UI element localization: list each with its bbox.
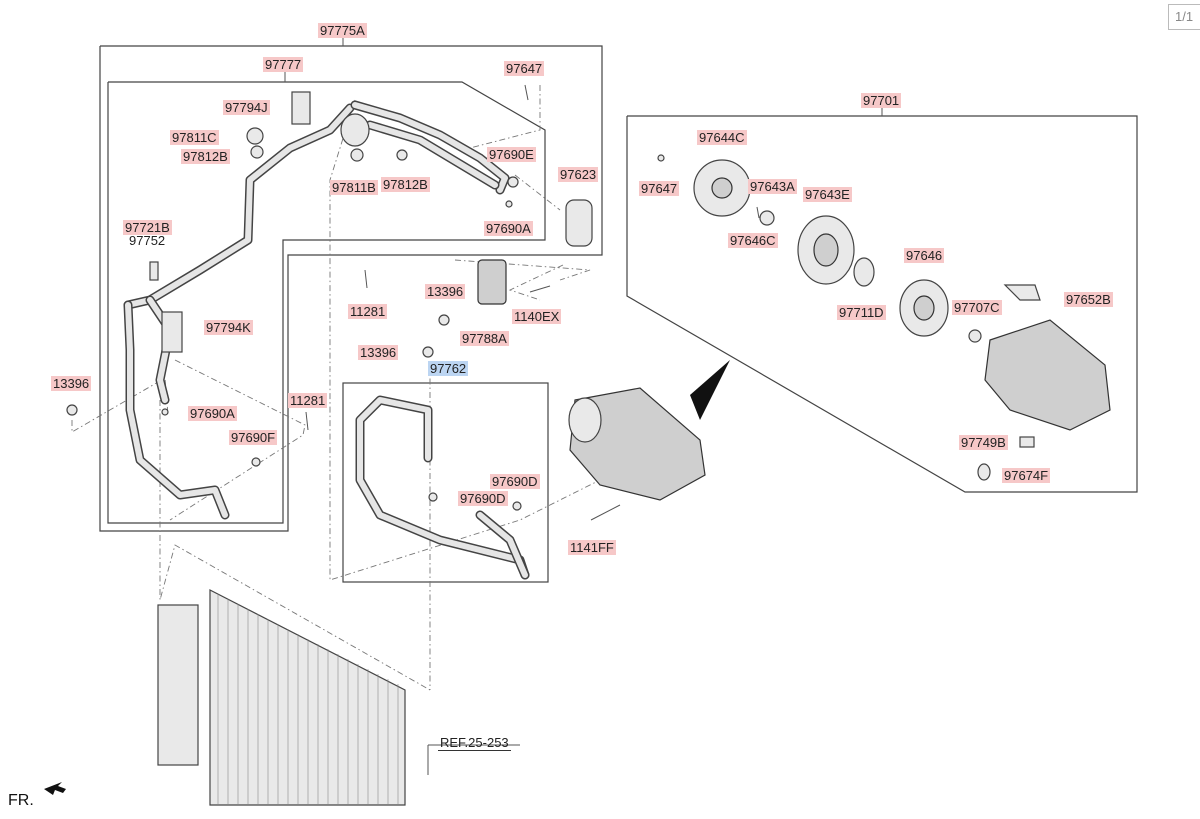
label-97707C[interactable]: 97707C: [952, 300, 1002, 315]
group-box-97777: [107, 81, 546, 524]
label-97762[interactable]: 97762: [428, 361, 469, 376]
label-97674F[interactable]: 97674F: [1002, 468, 1051, 483]
page-indicator: 1/1: [1168, 4, 1200, 30]
label-13396[interactable]: 13396: [358, 345, 399, 360]
label-97646[interactable]: 97646: [904, 248, 945, 263]
label-97812B[interactable]: 97812B: [181, 149, 230, 164]
label-97749B[interactable]: 97749B: [959, 435, 1008, 450]
label-11281[interactable]: 11281: [288, 393, 328, 408]
bracket-97794K: [161, 311, 183, 353]
receiver-drier-97623: [565, 199, 593, 247]
compressor-body: [984, 319, 1111, 431]
group-box-97701: [626, 115, 1138, 493]
label-13396[interactable]: 13396: [51, 376, 92, 391]
group-box-97762: [342, 382, 549, 583]
compressor-assembly: [569, 387, 706, 501]
label-97690A[interactable]: 97690A: [188, 406, 237, 421]
label-97643E[interactable]: 97643E: [803, 187, 852, 202]
label-97811B[interactable]: 97811B: [330, 180, 378, 195]
label-97647[interactable]: 97647: [639, 181, 680, 196]
label-1141FF[interactable]: 1141FF: [568, 540, 616, 555]
label-97777[interactable]: 97777: [263, 57, 304, 72]
label-97623[interactable]: 97623: [558, 167, 599, 182]
label-97690D[interactable]: 97690D: [490, 474, 540, 489]
label-13396[interactable]: 13396: [425, 284, 466, 299]
front-arrow-icon: [44, 782, 66, 795]
label-97690A[interactable]: 97690A: [484, 221, 533, 236]
label-97794K[interactable]: 97794K: [204, 320, 253, 335]
front-marker-label: FR.: [8, 792, 34, 809]
label-11281[interactable]: 11281: [348, 304, 388, 319]
label-97721B[interactable]: 97721B: [123, 220, 172, 235]
label-97644C[interactable]: 97644C: [697, 130, 747, 145]
pressure-transducer-97788A: [477, 259, 507, 305]
label-1140EX[interactable]: 1140EX: [512, 309, 562, 324]
label-97690D[interactable]: 97690D: [458, 491, 508, 506]
label-ref-25-253[interactable]: REF.25-253: [438, 735, 511, 751]
label-97812B[interactable]: 97812B: [381, 177, 430, 192]
label-97794J[interactable]: 97794J: [223, 100, 270, 115]
label-97701[interactable]: 97701: [861, 93, 902, 108]
label-97643A[interactable]: 97643A: [748, 179, 797, 194]
label-97775A[interactable]: 97775A: [318, 23, 367, 38]
label-97690E[interactable]: 97690E: [487, 147, 536, 162]
label-97646C[interactable]: 97646C: [728, 233, 778, 248]
label-97752[interactable]: 97752: [129, 233, 166, 248]
label-97647[interactable]: 97647: [504, 61, 545, 76]
muffler-97794J: [340, 113, 370, 147]
label-97690F[interactable]: 97690F: [229, 430, 278, 445]
label-97652B[interactable]: 97652B: [1064, 292, 1113, 307]
condenser: [209, 589, 406, 806]
group-box-97775A: [99, 45, 603, 532]
label-97788A[interactable]: 97788A: [460, 331, 509, 346]
pointer-arrow: [690, 360, 730, 420]
label-97711D[interactable]: 97711D: [837, 305, 886, 320]
label-97811C[interactable]: 97811C: [170, 130, 219, 145]
bracket-97794J: [291, 91, 311, 125]
